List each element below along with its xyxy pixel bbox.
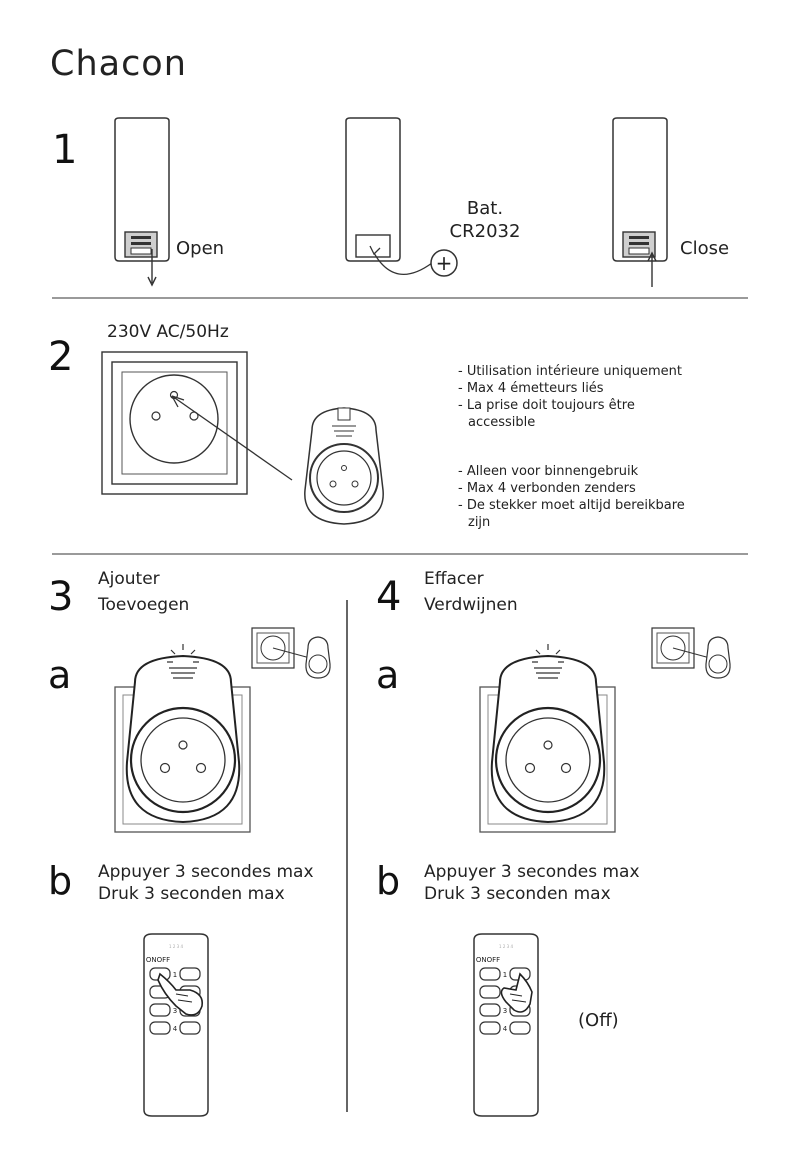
section-2-number: 2	[48, 334, 74, 380]
section-4-plug-with-led-illustration	[479, 644, 616, 833]
remote-4-btn-4: 4	[503, 1025, 508, 1033]
battery-label: Bat. CR2032	[435, 198, 535, 243]
section-4-step-a: a	[376, 653, 400, 697]
battery-label-line-2: CR2032	[449, 220, 521, 242]
section-3-plug-with-led-illustration	[114, 644, 251, 833]
section-3-remote-with-finger-illustration: 1 2 3 4 ONOFF 1 2 3 4	[143, 933, 209, 1117]
info-french: - Utilisation intérieure uniquement - Ma…	[458, 364, 682, 432]
section-1-number: 1	[52, 127, 78, 173]
info-fr-line-4: accessible	[468, 414, 536, 430]
section-3-press-fr: Appuyer 3 secondes max	[98, 862, 314, 882]
remote-3-btn-1: 1	[173, 971, 177, 979]
section-4-number: 4	[376, 574, 402, 620]
info-dutch: - Alleen voor binnengebruik - Max 4 verb…	[458, 464, 685, 532]
section-4-press-nl: Druk 3 seconden max	[424, 884, 611, 904]
off-label: (Off)	[578, 1010, 619, 1031]
remote-4-btn-1: 1	[503, 971, 507, 979]
open-label: Open	[176, 238, 225, 259]
column-divider	[346, 600, 348, 1112]
info-fr-line-1: - Utilisation intérieure uniquement	[458, 364, 682, 379]
section-4-title-fr: Effacer	[424, 569, 484, 589]
remote-4-onoff-label: ONOFF	[476, 956, 500, 964]
wall-socket-plug-illustration	[101, 351, 384, 525]
remote-back-close-illustration	[612, 117, 668, 287]
info-nl-line-1: - Alleen voor binnengebruik	[458, 464, 639, 479]
close-label: Close	[680, 238, 730, 259]
section-4-step-b: b	[376, 859, 401, 903]
section-4-remote-with-finger-illustration: 1 2 3 4 ONOFF 1 2 3 4	[473, 933, 539, 1117]
remote-back-open-illustration	[114, 117, 170, 287]
remote-3-btn-3: 3	[173, 1007, 177, 1015]
section-3-press-nl: Druk 3 seconden max	[98, 884, 285, 904]
info-nl-line-4: zijn	[468, 514, 491, 530]
info-nl-line-2: - Max 4 verbonden zenders	[458, 480, 636, 496]
svg-text:1 2 3 4: 1 2 3 4	[169, 944, 183, 949]
battery-plus-symbol: +	[436, 251, 453, 275]
section-3-socket-thumbnail	[251, 627, 331, 679]
voltage-label: 230V AC/50Hz	[107, 322, 229, 342]
info-nl-line-3: - De stekker moet altijd bereikbare	[458, 497, 685, 513]
battery-label-line-1: Bat.	[466, 198, 504, 219]
section-4-press-fr: Appuyer 3 secondes max	[424, 862, 640, 882]
remote-3-onoff-label: ONOFF	[146, 956, 170, 964]
brand-logo: Chacon	[50, 44, 187, 84]
section-3-step-a: a	[48, 653, 72, 697]
info-fr-line-3: - La prise doit toujours être	[458, 397, 635, 413]
remote-back-battery-illustration: +	[345, 117, 458, 277]
info-fr-line-2: - Max 4 émetteurs liés	[458, 380, 604, 396]
section-4-socket-thumbnail	[651, 627, 731, 679]
remote-4-btn-3: 3	[503, 1007, 507, 1015]
remote-3-btn-4: 4	[173, 1025, 178, 1033]
section-divider-2	[52, 553, 748, 555]
section-3-title-nl: Toevoegen	[98, 595, 190, 615]
section-divider-1	[52, 297, 748, 299]
section-3-step-b: b	[48, 859, 73, 903]
section-4-title-nl: Verdwijnen	[424, 595, 518, 615]
section-3-title-fr: Ajouter	[98, 569, 160, 589]
svg-text:1 2 3 4: 1 2 3 4	[499, 944, 513, 949]
section-3-number: 3	[48, 574, 74, 620]
